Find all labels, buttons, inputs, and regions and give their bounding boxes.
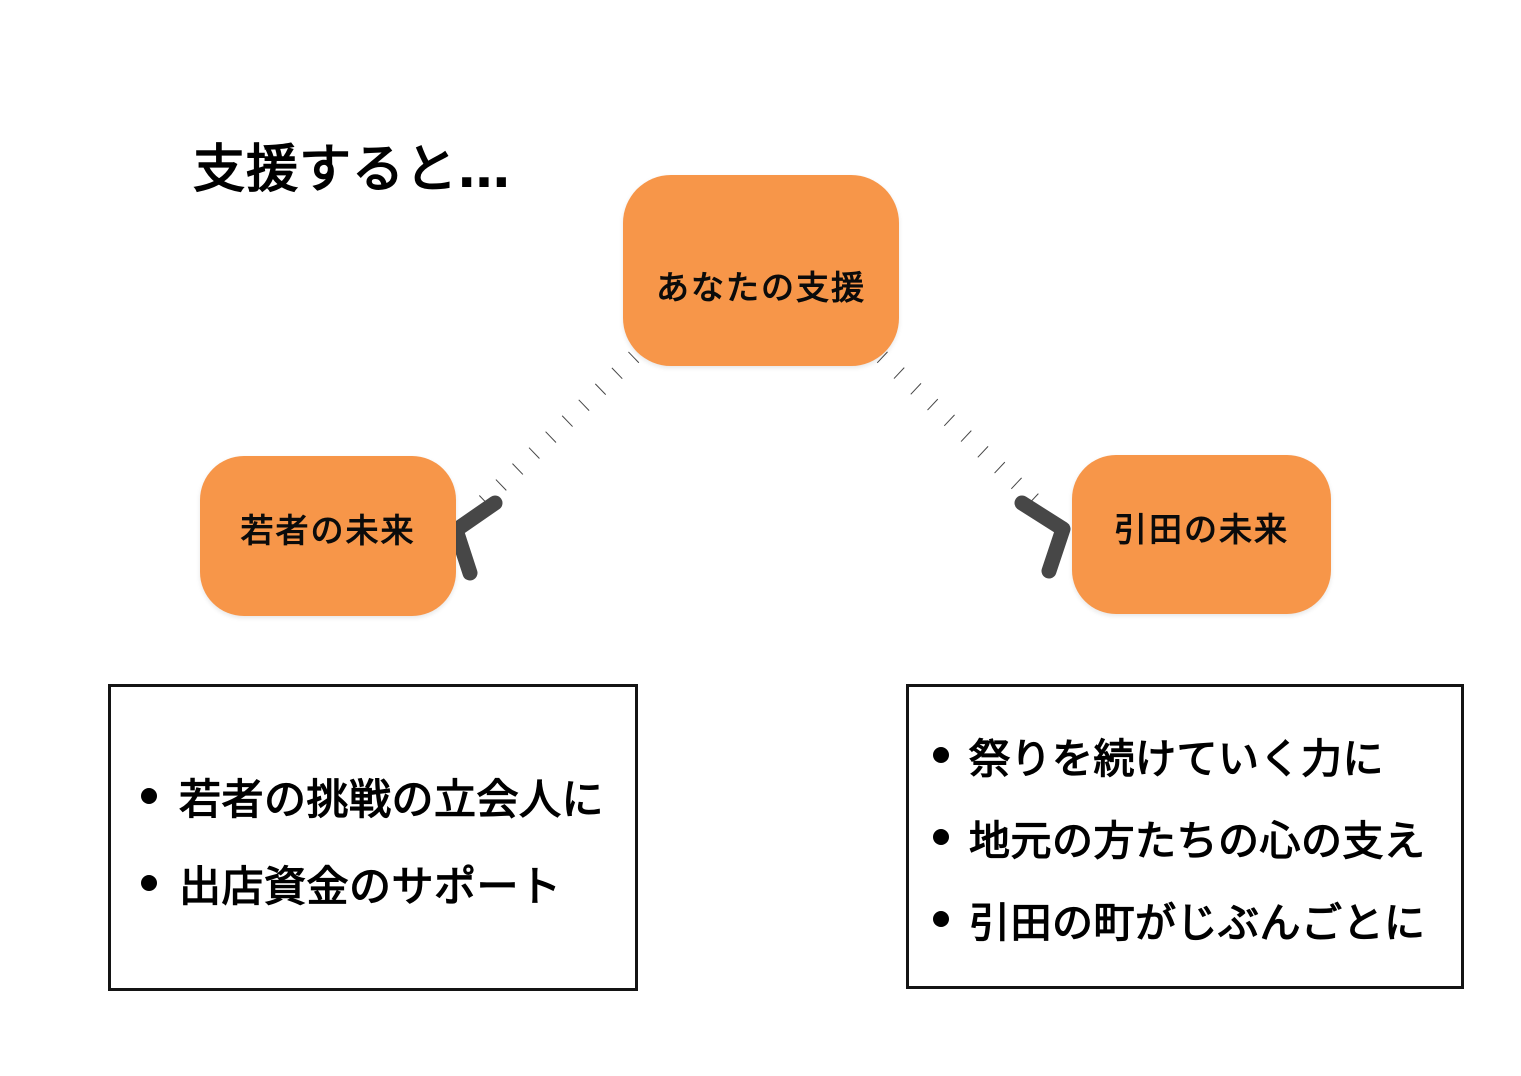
bullet-dot-icon: [933, 910, 949, 927]
page-title: 支援すると…: [193, 140, 512, 200]
bullet-dot-icon: [933, 828, 949, 845]
list-item-label: 若者の挑戦の立会人に: [179, 774, 605, 824]
list-item: 出店資金のサポート: [141, 853, 617, 914]
panel-hiketa-future: 祭りを続けていく力に 地元の方たちの心の支え 引田の町がじぶんごとに: [906, 684, 1464, 989]
list-item-label: 祭りを続けていく力に: [969, 734, 1384, 783]
node-hiketa-future-label: 引田の未来: [1114, 509, 1289, 549]
list-item: 若者の挑戦の立会人に: [141, 766, 617, 827]
node-youth-future-label: 若者の未来: [240, 511, 416, 550]
node-hiketa-future[interactable]: 引田の未来: [1072, 455, 1331, 614]
bullet-dot-icon: [933, 746, 949, 763]
list-item: 地元の方たちの心の支え: [933, 807, 1451, 867]
arrowhead-support-to-youth: [448, 495, 503, 581]
list-item-label: 引田の町がじぶんごとに: [969, 898, 1426, 947]
hiketa-bullet-list: 祭りを続けていく力に 地元の方たちの心の支え 引田の町がじぶんごとに: [933, 703, 1451, 971]
bullet-dot-icon: [141, 874, 157, 891]
list-item-label: 地元の方たちの心の支え: [969, 816, 1426, 865]
list-item-label: 出店資金のサポート: [179, 861, 562, 911]
arrowhead-support-to-hiketa: [1014, 495, 1071, 579]
connector-support-to-youth: [466, 351, 640, 519]
panel-youth-future: 若者の挑戦の立会人に 出店資金のサポート: [108, 684, 638, 991]
bullet-dot-icon: [141, 787, 157, 804]
youth-bullet-list: 若者の挑戦の立会人に 出店資金のサポート: [141, 736, 617, 940]
node-your-support[interactable]: あなたの支援: [623, 175, 899, 366]
node-your-support-label: あなたの支援: [656, 267, 866, 307]
list-item: 引田の町がじぶんごとに: [933, 889, 1451, 949]
node-youth-future[interactable]: 若者の未来: [200, 456, 456, 616]
connector-support-to-hiketa: [876, 351, 1053, 518]
list-item: 祭りを続けていく力に: [933, 725, 1451, 785]
